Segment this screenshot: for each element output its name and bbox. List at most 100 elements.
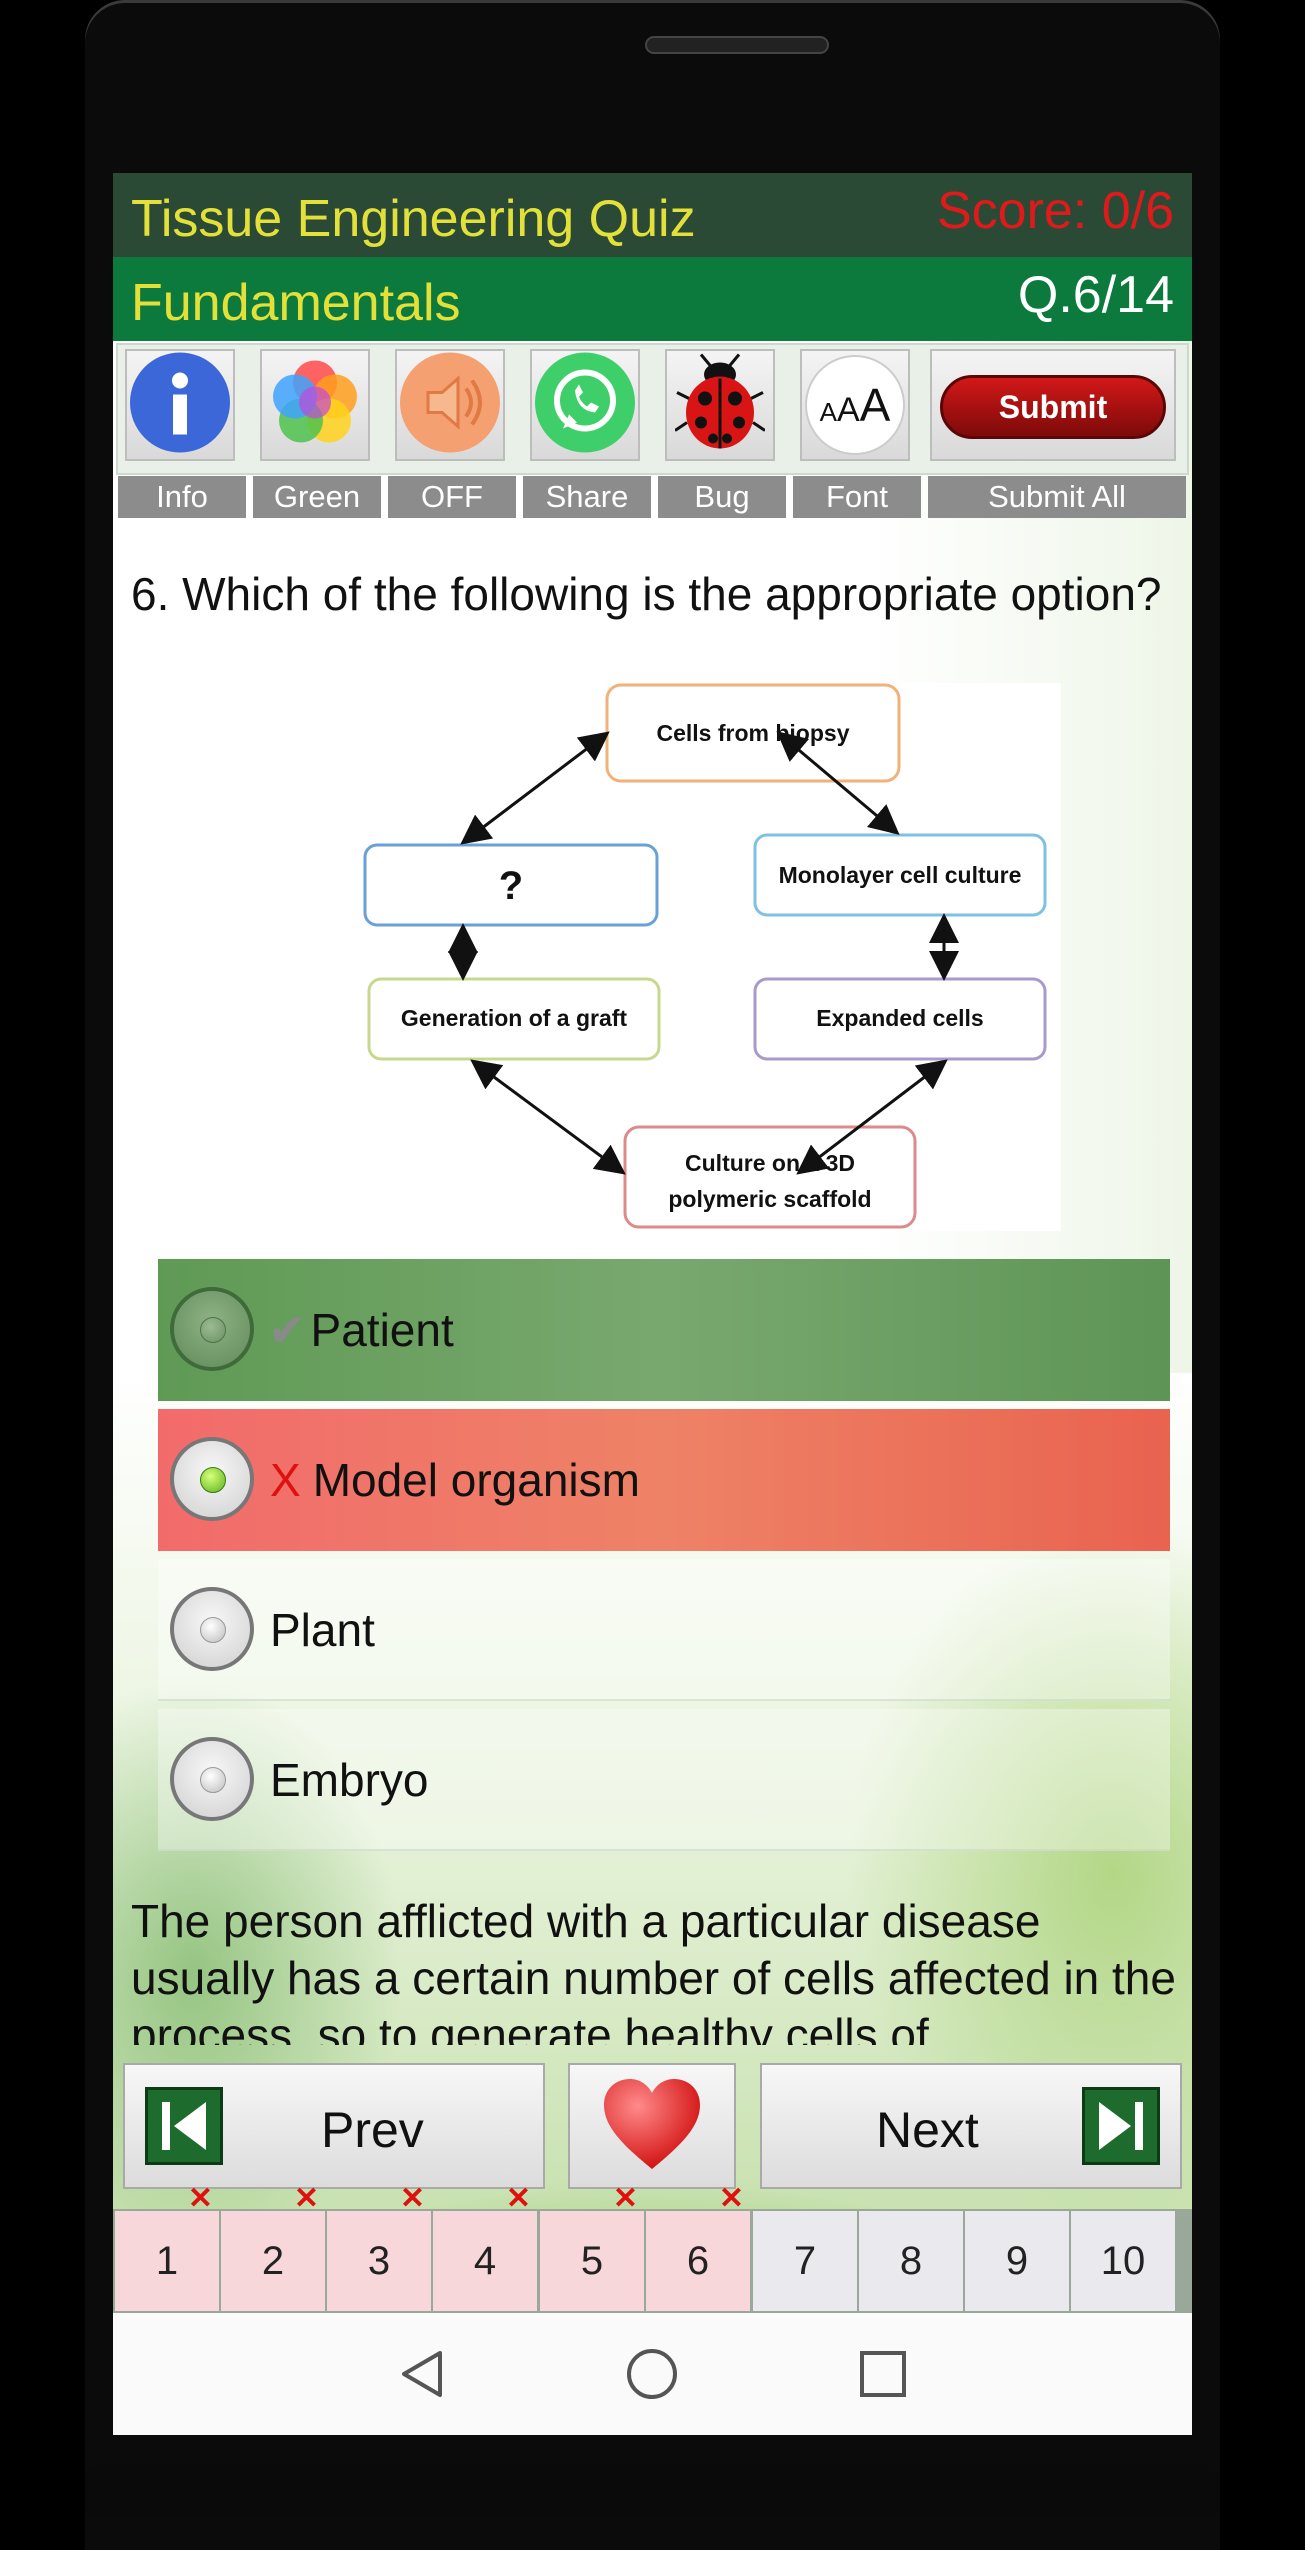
share-label: Share [523,476,651,518]
ladybug-icon [674,353,766,458]
info-label: Info [118,476,246,518]
font-size-icon: AAA [805,355,905,455]
node-cells-from-biopsy-label: Cells from biopsy [657,720,850,746]
system-navigation-bar [113,2313,1192,2435]
question-number-label: 9 [1005,2239,1029,2283]
font-size-button[interactable]: AAA [800,349,910,461]
option-plant-label: Plant [270,1604,375,1656]
share-button[interactable] [530,349,640,461]
bug-label: Bug [658,476,786,518]
node-unknown-label: ? [499,864,523,908]
question-text: 6. Which of the following is the appropr… [131,568,1162,620]
title-bar [113,173,1192,257]
node-culture [623,1125,917,1229]
app-screen: Tissue Engineering Quiz Score: 0/6 Funda… [113,173,1192,2435]
question-number-3[interactable]: 3✕ [327,2182,431,2311]
theme-color-button[interactable] [260,349,370,461]
radio-model-organism[interactable] [170,1437,254,1521]
wrong-mark-icon: ✕ [187,2182,213,2215]
question-number-4[interactable]: 4✕ [433,2182,537,2311]
question-diagram: Cells from biopsy ? Monolayer cell cultu… [235,683,1061,1231]
whatsapp-icon [533,351,637,460]
option-plant[interactable]: Plant [158,1559,1170,1701]
home-icon[interactable] [625,2347,679,2401]
node-monolayer-label: Monolayer cell culture [779,862,1022,888]
info-icon [128,351,232,460]
question-number-9[interactable]: 9 [965,2211,1069,2311]
explanation-text: The person afflicted with a particular d… [131,1895,1176,2045]
score-display: Score: 0/6 [936,182,1174,240]
question-counter: Q.6/14 [1017,266,1174,324]
node-monolayer [753,833,1047,917]
radio-patient[interactable] [170,1287,254,1371]
node-graft [367,977,661,1061]
heart-icon [604,2079,700,2169]
question-number-label: 2 [261,2239,285,2283]
theme-label: Green [253,476,381,518]
arrow-graft-culture [470,1059,626,1175]
wrong-mark-icon: ✕ [293,2182,319,2215]
question-number-8[interactable]: 8 [859,2211,963,2311]
question-number-label: 6 [686,2239,710,2283]
question-number-1[interactable]: 1✕ [115,2182,219,2311]
prev-arrow-icon [145,2087,223,2165]
question-number-label: 10 [1100,2239,1146,2283]
option-model-organism-label: Model organism [312,1454,640,1506]
question-number-label: 4 [473,2239,497,2283]
speaker-icon [398,351,502,460]
radio-plant[interactable] [170,1587,254,1671]
option-embryo[interactable]: Embryo [158,1709,1170,1851]
node-graft-label: Generation of a graft [401,1005,628,1031]
toolbar-labels: Info Green OFF Share Bug Font Submit All [113,476,1192,518]
app-title: Tissue Engineering Quiz [131,190,696,248]
question-number-label: 1 [155,2239,179,2283]
back-icon[interactable] [396,2347,450,2401]
radio-embryo[interactable] [170,1737,254,1821]
next-button[interactable]: Next [760,2063,1182,2189]
node-culture-label-2: polymeric scaffold [668,1186,871,1212]
node-culture-label-1: Culture on a 3D [685,1150,855,1176]
submit-all-label[interactable]: Submit All [928,476,1186,518]
question-number-label: 5 [580,2239,604,2283]
question-number-label: 8 [899,2239,923,2283]
favorite-button[interactable] [568,2063,736,2189]
question-number-label: 7 [793,2239,817,2283]
node-expanded-label: Expanded cells [816,1005,983,1031]
option-embryo-label: Embryo [270,1754,429,1806]
question-number-label: 3 [367,2239,391,2283]
next-arrow-icon [1082,2087,1160,2165]
recents-icon[interactable] [856,2347,910,2401]
option-patient-label: Patient [310,1304,454,1356]
speaker-grille [645,36,829,54]
option-patient[interactable]: ✔Patient [158,1259,1170,1401]
question-number-6[interactable]: 6✕ [646,2182,750,2311]
phone-bottom-bezel [85,2465,1220,2515]
wrong-mark-icon: ✕ [505,2182,531,2215]
category-title: Fundamentals [131,274,461,332]
option-patient-text: ✔Patient [268,1303,454,1357]
category-bar [113,257,1192,341]
wrong-mark-icon: ✕ [612,2182,638,2215]
node-expanded [753,977,1047,1061]
arrow-culture-expanded [796,1059,948,1175]
sound-toggle-button[interactable] [395,349,505,461]
node-unknown [363,843,659,927]
report-bug-button[interactable] [665,349,775,461]
question-number-10[interactable]: 10 [1071,2211,1175,2311]
prev-label: Prev [321,2102,424,2158]
font-label: Font [793,476,921,518]
next-label: Next [876,2102,979,2158]
question-number-7[interactable]: 7 [753,2211,857,2311]
prev-button[interactable]: Prev [123,2063,545,2189]
color-palette-icon [265,353,365,458]
arrow-biopsy-monolayer [776,731,900,835]
arrow-biopsy-unknown [460,731,610,845]
submit-label: Submit [940,375,1166,439]
info-button[interactable] [125,349,235,461]
question-number-5[interactable]: 5✕ [540,2182,644,2311]
submit-button[interactable]: Submit [930,349,1176,461]
question-number-2[interactable]: 2✕ [221,2182,325,2311]
wrong-x-icon: X [270,1454,301,1506]
